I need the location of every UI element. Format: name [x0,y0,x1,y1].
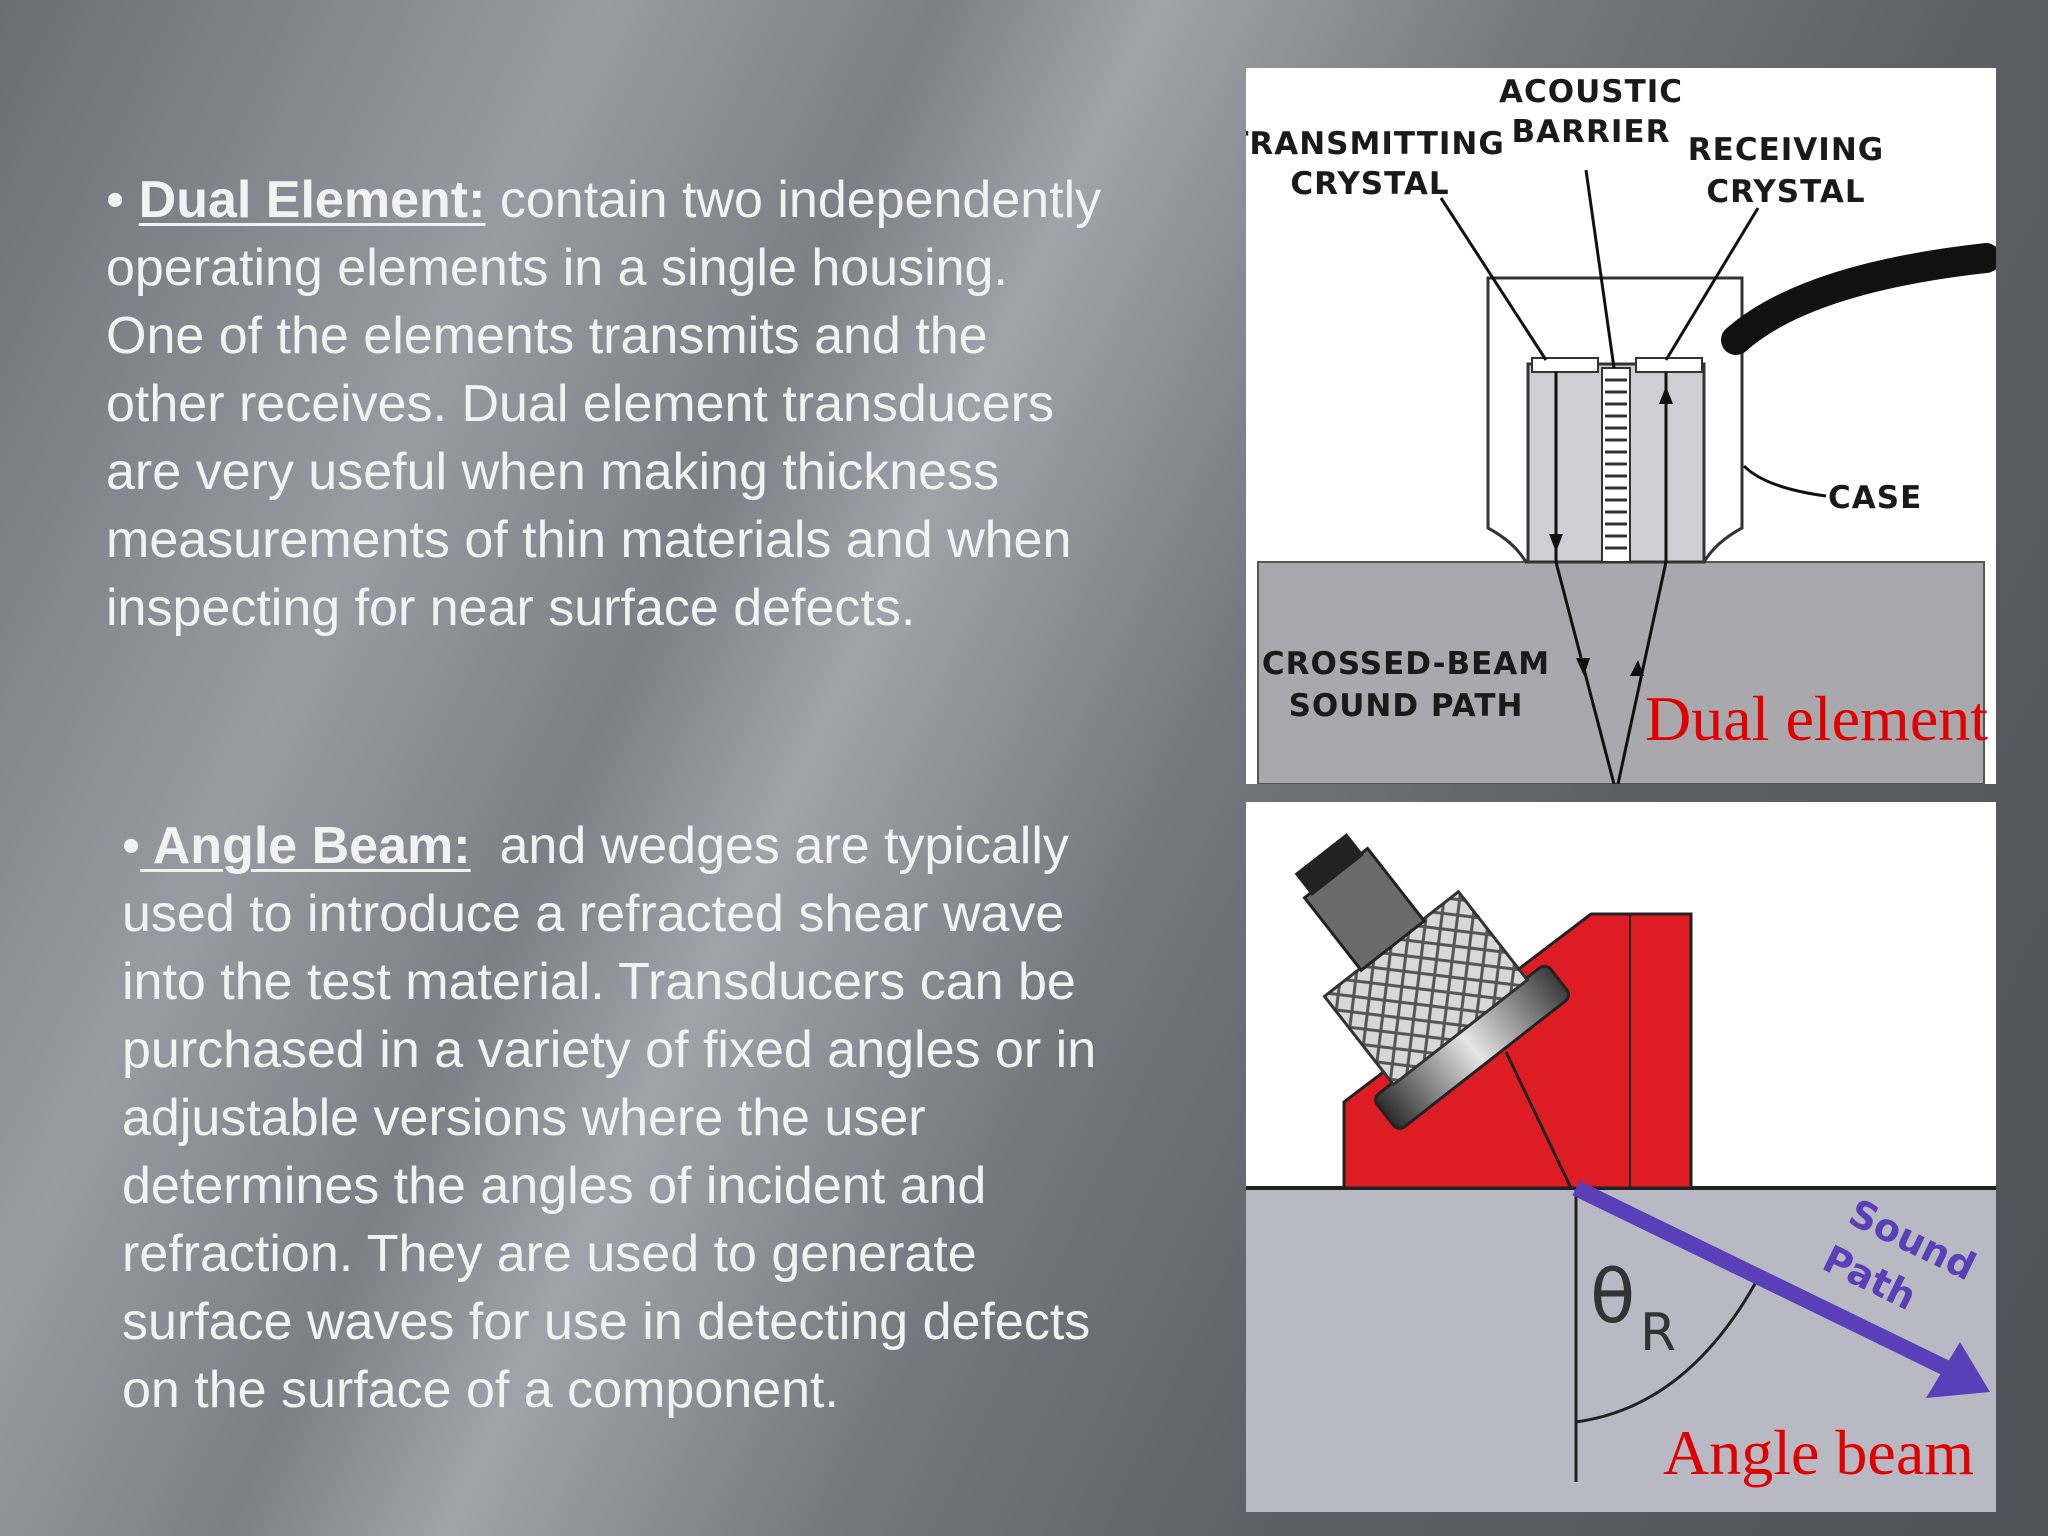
dual-element-term: Dual Element: [138,171,486,229]
text-line: other receives. Dual element transducers [106,375,1055,433]
label-theta: θ [1590,1254,1635,1340]
test-material [1246,1188,1996,1512]
text-line: contain two independently [485,171,1102,229]
label-barrier: BARRIER [1512,114,1671,150]
label-crossed-beam: CROSSED-BEAM [1262,646,1550,682]
angle-beam-caption: Angle beam [1663,1417,1974,1488]
dual-element-paragraph: • Dual Element: contain two independentl… [106,166,1206,642]
angle-beam-term: Angle Beam: [140,817,471,875]
test-material [1257,561,1985,784]
angle-arc [1575,1281,1758,1424]
up-arrow-icon [1630,660,1644,676]
text-line: adjustable versions where the user [122,1089,926,1147]
transducer-cap [1294,833,1364,896]
label-sound-path: SOUND PATH [1289,688,1524,724]
dual-element-figure: ACOUSTIC BARRIER TRANSMITTING CRYSTAL RE… [1246,68,1996,784]
angle-beam-figure: Sound Path θ R Angle beam [1246,802,1996,1512]
up-arrow-icon [1659,386,1673,404]
text-line: on the surface of a component. [122,1361,839,1419]
label-theta-subscript: R [1640,1303,1676,1363]
text-line: One of the elements transmits and the [106,307,988,365]
angle-beam-diagram: Sound Path θ R Angle beam [1246,833,1996,1512]
dual-element-diagram: ACOUSTIC BARRIER TRANSMITTING CRYSTAL RE… [1246,74,1996,784]
angle-beam-paragraph: • Angle Beam: and wedges are typically u… [122,812,1222,1424]
cable [1721,243,1996,355]
text-line: measurements of thin materials and when [106,511,1072,569]
label-receiving-crystal: CRYSTAL [1706,174,1865,210]
label-leaders [1439,169,1827,498]
text-line: and wedges are typically [470,817,1069,875]
bullet: • [106,171,125,229]
text-line: inspecting for near surface defects. [106,579,916,637]
text-line: into the test material. Transducers can … [122,953,1076,1011]
text-line: operating elements in a single housing. [106,239,1008,297]
text-line: surface waves for use in detecting defec… [122,1293,1091,1351]
barrier-hatching [1605,378,1627,550]
dual-element-caption: Dual element [1645,683,1988,754]
crossed-beam-sound-path [1554,372,1668,784]
text-line: determines the angles of incident and [122,1157,987,1215]
text-line: used to introduce a refracted shear wave [122,885,1065,943]
transmitting-crystal [1531,357,1599,373]
down-arrow-icon [1576,658,1590,676]
dual-element-first-line: • Dual Element: contain two independentl… [106,166,1206,234]
transducer [1294,833,1570,1130]
arrow-head-icon [1926,1342,1990,1398]
incident-ray [1504,1051,1573,1189]
label-transmitting: TRANSMITTING [1246,126,1505,162]
receiving-crystal [1635,357,1703,373]
wedge [1342,912,1693,1190]
sound-path-beam [1572,1180,1950,1376]
text-line: purchased in a variety of fixed angles o… [122,1021,1097,1079]
label-receiving: RECEIVING [1688,132,1884,168]
bullet: • [122,817,141,875]
label-case: CASE [1828,480,1922,516]
text-line: are very useful when making thickness [106,443,1000,501]
down-arrow-icon [1549,534,1563,552]
text-line: refraction. They are used to generate [122,1225,977,1283]
label-transmitting-crystal: CRYSTAL [1290,166,1449,202]
angle-beam-first-line: • Angle Beam: and wedges are typically [122,812,1222,880]
label-acoustic: ACOUSTIC [1499,74,1683,110]
